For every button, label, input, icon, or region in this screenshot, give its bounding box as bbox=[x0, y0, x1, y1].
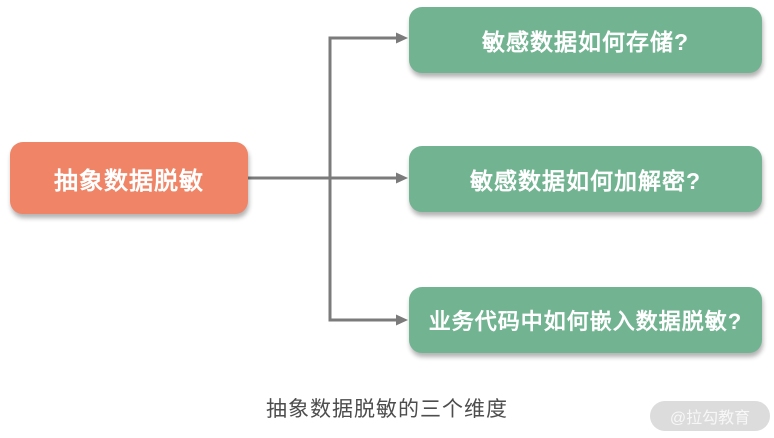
branch-node-embedding-label: 业务代码中如何嵌入数据脱敏? bbox=[428, 309, 743, 334]
branch-node-storage: 敏感数据如何存储? bbox=[409, 7, 762, 73]
branch-node-storage-label: 敏感数据如何存储? bbox=[481, 29, 690, 55]
arrowhead-bottom-icon bbox=[396, 314, 408, 326]
diagram-caption: 抽象数据脱敏的三个维度 bbox=[266, 398, 508, 421]
arrowhead-top-icon bbox=[396, 32, 408, 44]
branch-node-encryption-label: 敏感数据如何加解密? bbox=[469, 168, 702, 194]
branch-node-embedding: 业务代码中如何嵌入数据脱敏? bbox=[409, 287, 762, 353]
watermark-badge: @拉勾教育 bbox=[650, 401, 770, 431]
arrowhead-middle-icon bbox=[396, 172, 408, 184]
root-node-label: 抽象数据脱敏 bbox=[54, 167, 204, 195]
watermark-text: @拉勾教育 bbox=[669, 410, 751, 427]
branch-node-encryption: 敏感数据如何加解密? bbox=[409, 146, 762, 212]
root-node: 抽象数据脱敏 bbox=[10, 142, 248, 214]
